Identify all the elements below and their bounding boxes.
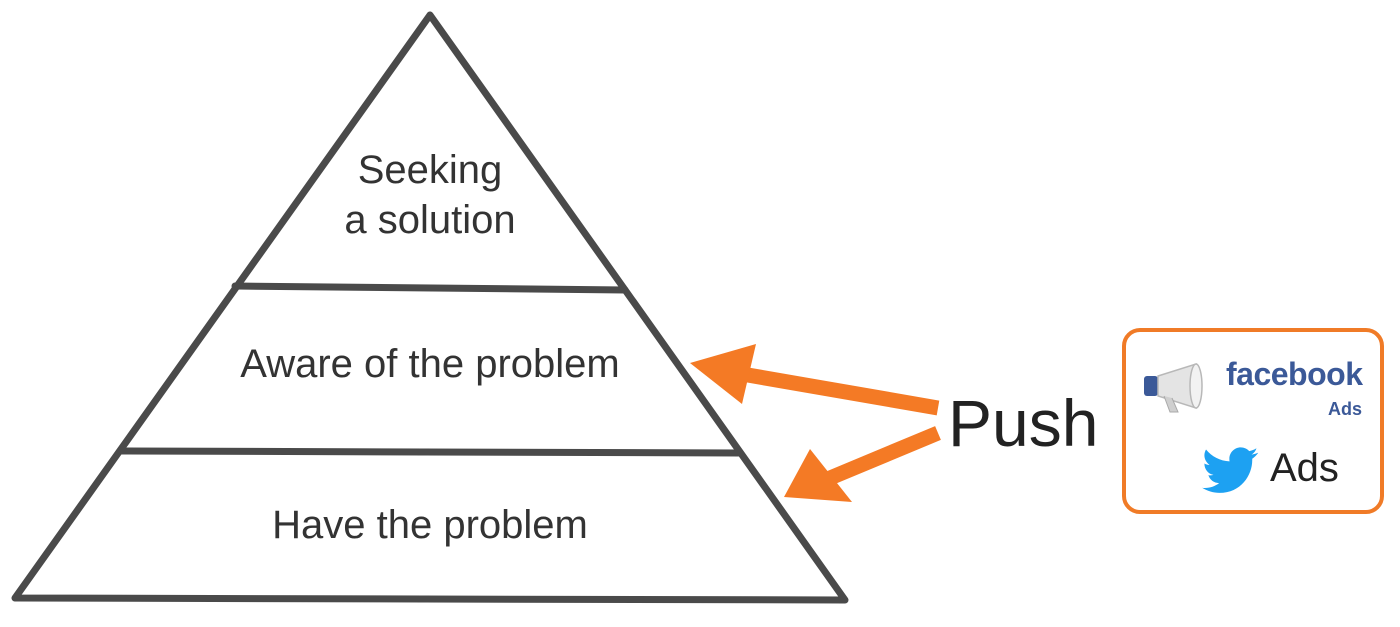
tier-label-line: Aware of the problem (240, 342, 620, 386)
pyramid-outline (11, 11, 849, 604)
tier-label-seeking-solution: Seeking a solution (280, 145, 580, 245)
facebook-wordmark: facebook (1226, 356, 1363, 392)
tier-label-aware: Aware of the problem (200, 339, 660, 389)
facebook-ads-sub: Ads (1328, 399, 1363, 419)
twitter-ads-label: Ads (1270, 446, 1339, 490)
tier-divider-upper (231, 282, 629, 294)
tier-label-have: Have the problem (200, 500, 660, 550)
ads-box: facebook Ads Ads (1122, 328, 1384, 514)
arrow-to-have (784, 426, 941, 502)
tier-label-line: Have the problem (272, 503, 588, 547)
tier-label-line: Seeking (357, 148, 503, 192)
push-label: Push (948, 386, 1099, 460)
twitter-bird-icon (1202, 447, 1259, 493)
arrow-to-aware (690, 344, 940, 416)
megaphone-icon (1144, 362, 1203, 413)
tier-label-line: a solution (344, 198, 516, 242)
tier-divider-lower (116, 447, 744, 457)
